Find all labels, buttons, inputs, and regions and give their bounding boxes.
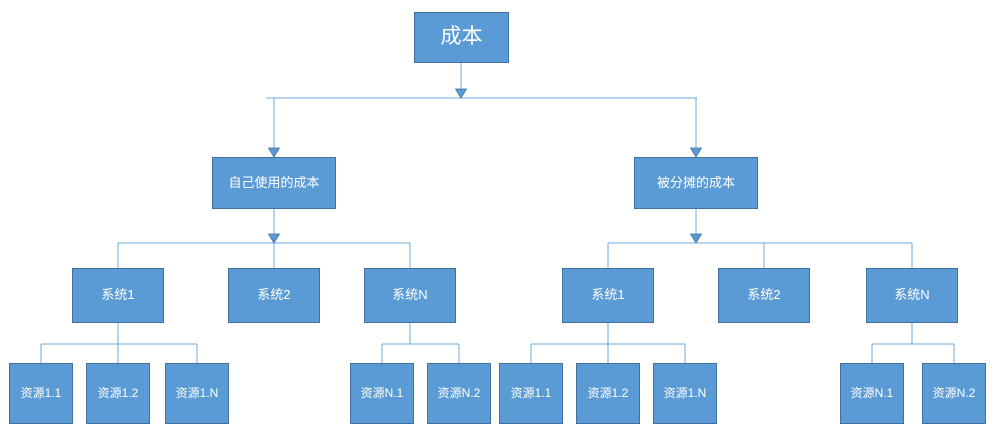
node-root[interactable]: 成本 — [414, 12, 509, 63]
node-shr-sys1[interactable]: 系统1 — [562, 268, 654, 323]
node-shr-s1-r2[interactable]: 资源1.2 — [576, 363, 640, 424]
node-label-own-sN-r1: 资源N.1 — [360, 385, 404, 400]
node-own-sys1[interactable]: 系统1 — [72, 268, 164, 323]
node-label-shr-sN-r2: 资源N.2 — [932, 385, 976, 400]
node-label-own-s1-r1: 资源1.1 — [20, 385, 62, 400]
node-shr-s1-r1[interactable]: 资源1.1 — [499, 363, 563, 424]
node-label-own-sN-r2: 资源N.2 — [437, 385, 481, 400]
arrowhead-cat-own — [267, 147, 281, 158]
node-label-shr-sysN: 系统N — [894, 287, 930, 303]
node-shr-sN-r2[interactable]: 资源N.2 — [922, 363, 986, 424]
node-shr-sN-r1[interactable]: 资源N.1 — [840, 363, 904, 424]
node-label-cat-own: 自己使用的成本 — [228, 174, 320, 190]
node-label-own-s1-r2: 资源1.2 — [97, 385, 139, 400]
node-shr-s1-rN[interactable]: 资源1.N — [653, 363, 717, 424]
node-label-cat-shared: 被分摊的成本 — [656, 174, 735, 190]
arrowhead-shared-bus — [689, 233, 703, 244]
node-cat-own[interactable]: 自己使用的成本 — [212, 157, 336, 209]
node-label-own-sys2: 系统2 — [257, 287, 291, 303]
node-own-s1-r2[interactable]: 资源1.2 — [86, 363, 150, 424]
node-label-own-s1-rN: 资源1.N — [175, 385, 219, 400]
arrowhead-cat-shared — [689, 147, 703, 158]
node-shr-sysN[interactable]: 系统N — [866, 268, 958, 323]
node-shr-sys2[interactable]: 系统2 — [718, 268, 810, 323]
node-label-root: 成本 — [440, 25, 483, 49]
node-label-shr-sys2: 系统2 — [747, 287, 781, 303]
node-label-shr-sN-r1: 资源N.1 — [850, 385, 894, 400]
node-own-s1-r1[interactable]: 资源1.1 — [9, 363, 73, 424]
node-label-shr-s1-r1: 资源1.1 — [510, 385, 552, 400]
node-label-shr-sys1: 系统1 — [591, 287, 625, 303]
node-label-shr-s1-rN: 资源1.N — [663, 385, 707, 400]
node-own-sysN[interactable]: 系统N — [364, 268, 456, 323]
node-label-own-sys1: 系统1 — [101, 287, 135, 303]
node-own-sN-r2[interactable]: 资源N.2 — [427, 363, 491, 424]
node-own-sN-r1[interactable]: 资源N.1 — [350, 363, 414, 424]
arrowhead-own-bus — [267, 233, 281, 244]
node-own-s1-rN[interactable]: 资源1.N — [165, 363, 229, 424]
node-label-own-sysN: 系统N — [392, 287, 428, 303]
node-cat-shared[interactable]: 被分摊的成本 — [634, 157, 758, 209]
node-own-sys2[interactable]: 系统2 — [228, 268, 320, 323]
node-label-shr-s1-r2: 资源1.2 — [587, 385, 629, 400]
arrowhead-root-bus — [454, 88, 468, 99]
